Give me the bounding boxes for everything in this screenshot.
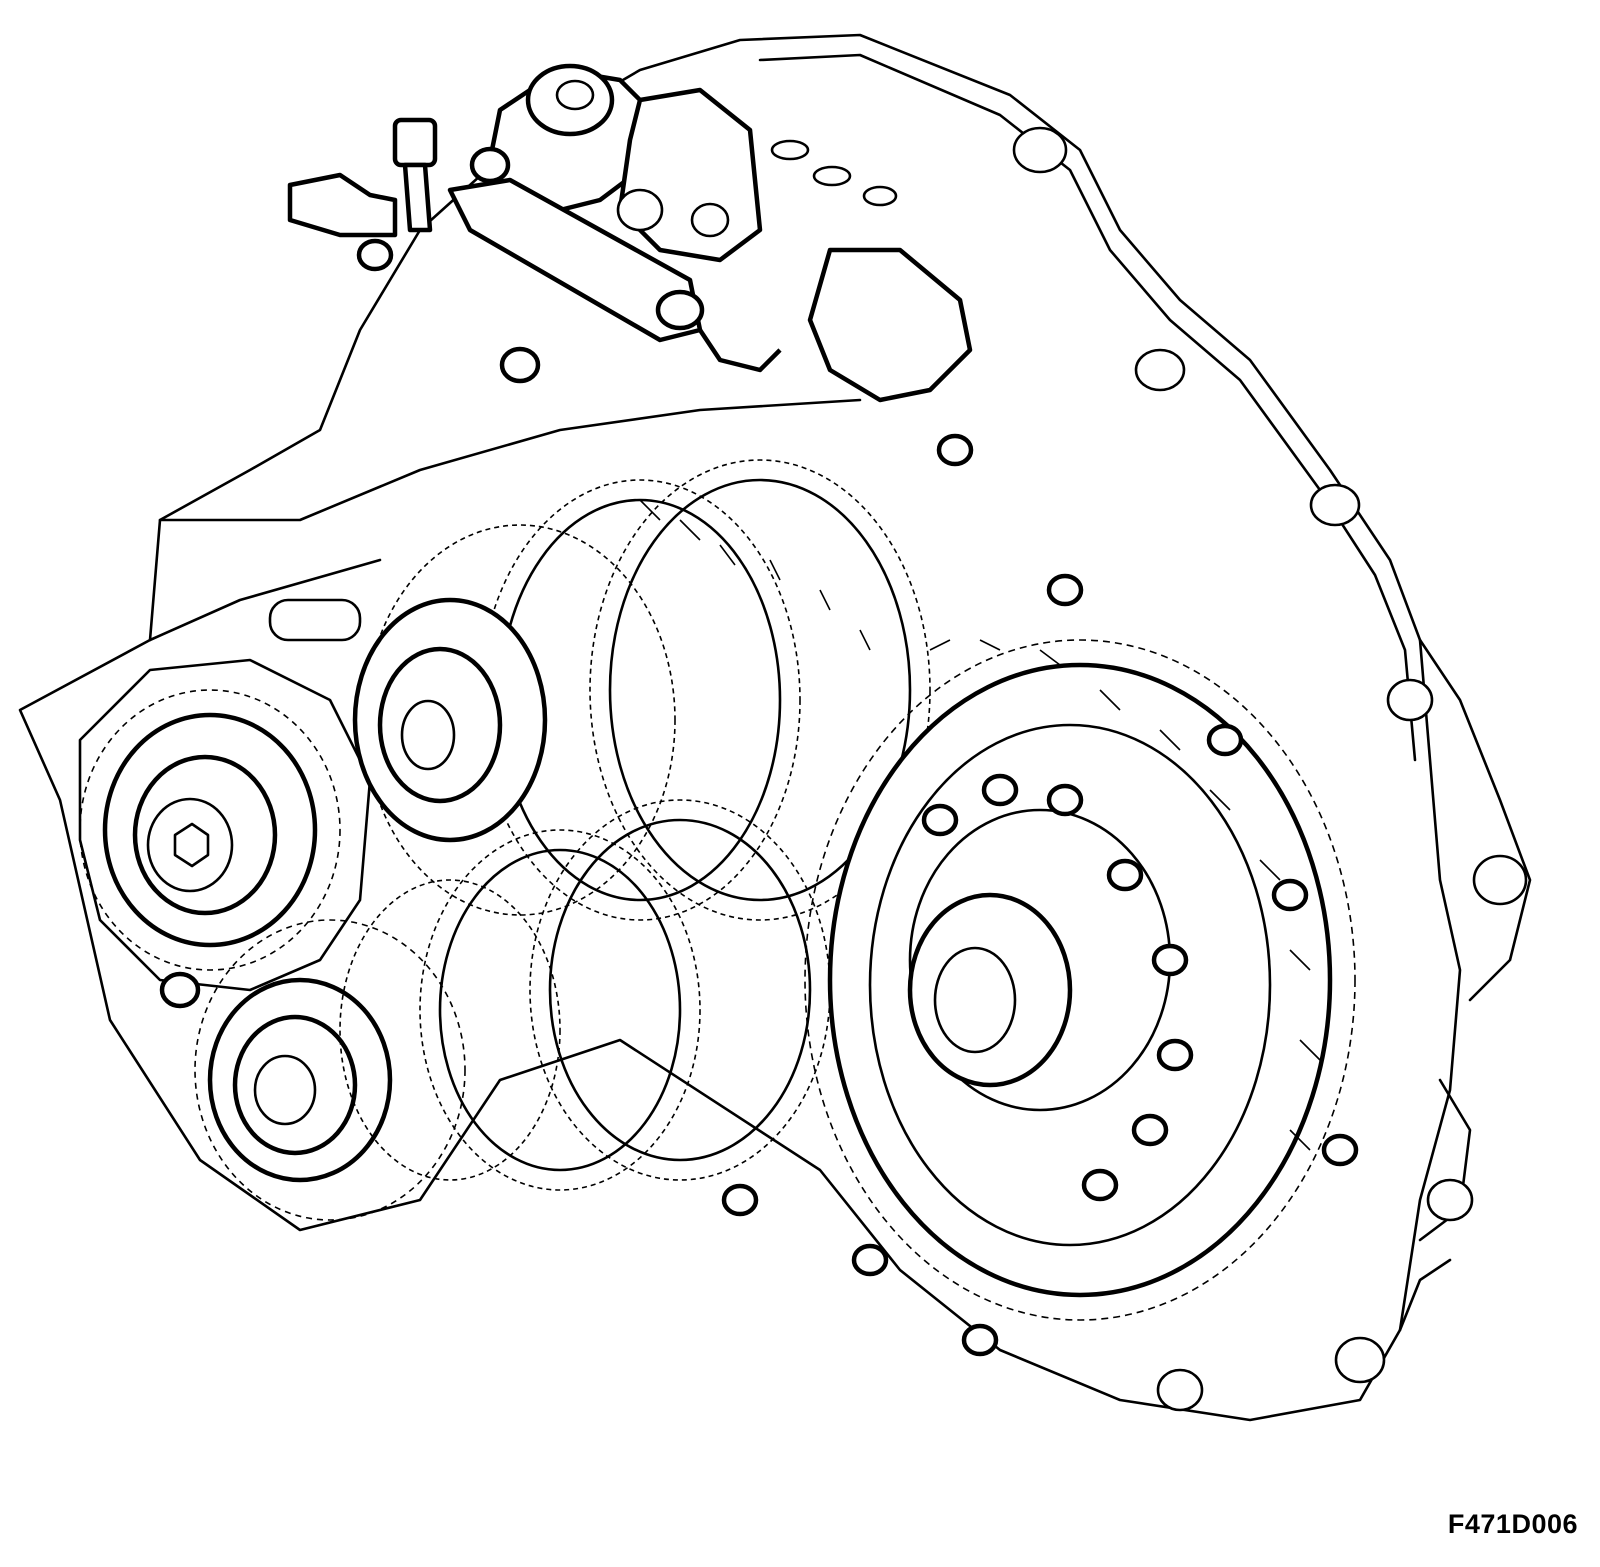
upper-gear-cluster <box>268 459 931 921</box>
input-shaft-cover <box>78 658 372 992</box>
gear-teeth <box>639 499 1321 1151</box>
lower-gear-cover <box>194 919 466 1221</box>
gear-shift-mechanism <box>287 63 973 403</box>
differential-ring-gear <box>804 639 1356 1321</box>
figure-code-label: F471D006 <box>1447 1509 1578 1539</box>
housing-bolts <box>159 433 1359 1357</box>
